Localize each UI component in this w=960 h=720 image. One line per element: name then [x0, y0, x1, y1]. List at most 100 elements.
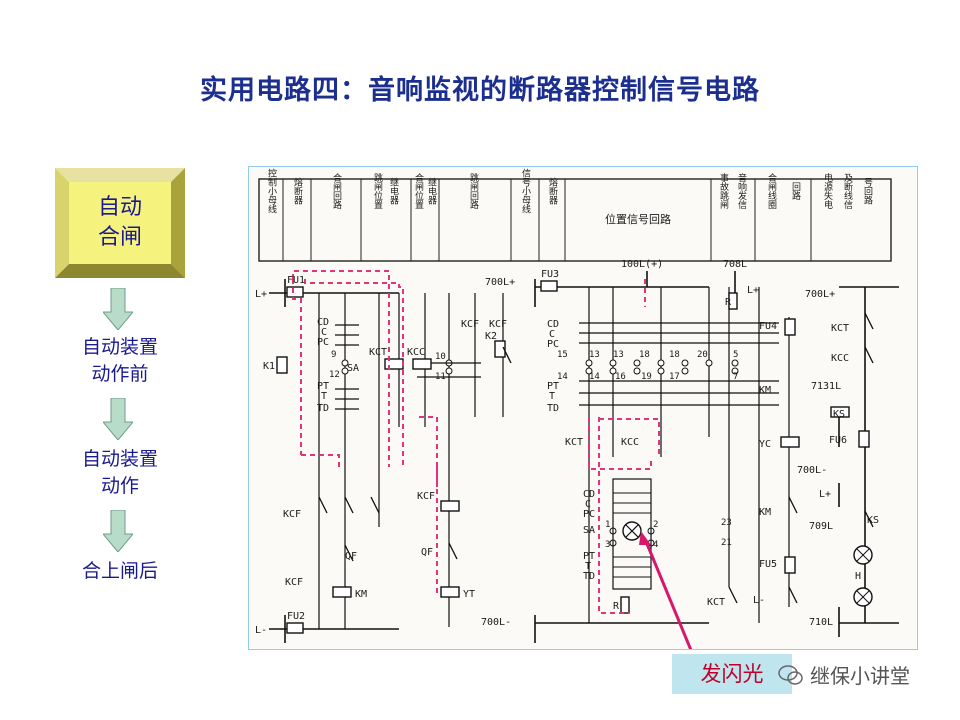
contact-array: [579, 322, 779, 406]
label: KCF: [283, 509, 301, 520]
label: C: [549, 329, 555, 340]
node-number: 13: [589, 350, 600, 360]
label: T: [321, 391, 327, 402]
kcf-coil-right: [440, 500, 460, 512]
callout-arrowhead-icon: [639, 531, 651, 545]
header-cell: 跳闸回路: [468, 172, 479, 210]
node-number: 16: [615, 372, 626, 382]
label: KM: [355, 589, 367, 600]
down-arrow-icon: [103, 288, 133, 330]
auto-close-line2: 合闸: [97, 225, 142, 250]
node-number: 11: [435, 372, 446, 382]
label: CD: [547, 319, 559, 330]
label: K2: [485, 331, 497, 342]
label: TD: [547, 403, 559, 414]
fu3-fuse: [540, 280, 558, 292]
label: FU2: [287, 611, 305, 622]
header-cell: 回路: [790, 182, 801, 201]
label: C: [585, 499, 591, 510]
label: KCF: [489, 319, 507, 330]
label: T: [549, 391, 555, 402]
label: TD: [583, 571, 595, 582]
label: KCF: [461, 319, 479, 330]
k1-coil: [276, 356, 288, 374]
kcc-coil: [412, 358, 432, 370]
diagram-labels: L+ L- FU1 FU2 FU3 FU4 FU5 FU6 700L+ 700L…: [255, 259, 879, 636]
label: 710L: [809, 617, 833, 628]
label: SA: [583, 525, 595, 536]
label: KS: [833, 409, 845, 420]
node-number: 23: [721, 518, 732, 528]
node-number: 19: [641, 372, 652, 382]
label: PC: [547, 339, 559, 350]
header-dividers: [282, 179, 812, 261]
label: PT: [547, 381, 559, 392]
step-after-close: 合上闸后: [45, 558, 195, 585]
circuit-diagram: 控制小母线 熔断器 合闸回路 跳闸位置 继电器 合闸位置 继电器 跳闸回路 信号…: [248, 166, 918, 650]
label: 700L+: [485, 277, 515, 288]
label: 7131L: [811, 381, 841, 392]
step-before-auto-line2: 动作前: [91, 363, 149, 385]
label: TD: [317, 403, 329, 414]
label: KCT: [707, 597, 725, 608]
sa-contacts-left: [335, 324, 481, 410]
label: KS: [867, 515, 879, 526]
fu2-fuse: [286, 622, 304, 634]
label: FU4: [759, 321, 777, 332]
node-number: 7: [733, 372, 738, 382]
resistor-r-bottom: [620, 596, 630, 614]
label: CD: [583, 489, 595, 500]
label: L+: [747, 285, 759, 296]
label: K1: [263, 361, 275, 372]
label: L-: [753, 595, 765, 606]
ks-coil: [830, 406, 850, 418]
fu5-fuse: [784, 556, 796, 574]
node-number: 3: [605, 540, 610, 550]
header-texts: 控制小母线 熔断器 合闸回路 跳闸位置 继电器 合闸位置 继电器 跳闸回路 信号…: [266, 167, 873, 226]
label: KM: [759, 507, 771, 518]
label: L+: [255, 289, 267, 300]
node-number: 14: [557, 372, 568, 382]
watermark: 继保小讲堂: [778, 660, 910, 689]
node-number: 18: [669, 350, 680, 360]
label: PT: [583, 551, 595, 562]
label: YC: [759, 439, 771, 450]
node-number: 13: [613, 350, 624, 360]
header-cell: 合闸回路: [331, 172, 342, 210]
switch-contacts: [318, 312, 874, 604]
node-number: 14: [589, 372, 600, 382]
header-cell: 号回路: [862, 177, 873, 205]
label: KM: [759, 385, 771, 396]
header-cell: 信号小母线: [520, 167, 531, 213]
label: T: [585, 561, 591, 572]
label: FU1: [287, 275, 305, 286]
label: KCT: [369, 347, 387, 358]
label: 100L(+): [621, 259, 663, 270]
step-after-close-line1: 合上闸后: [81, 560, 158, 582]
bus-wires: [269, 271, 899, 643]
label: 708L: [723, 259, 747, 270]
header-cell: 位置信号回路: [605, 212, 671, 226]
header-cell: 电源失电: [822, 172, 833, 209]
node-number: 15: [557, 350, 568, 360]
label: QF: [421, 547, 433, 558]
km-coil: [332, 586, 352, 598]
node-number: 1: [605, 520, 610, 530]
fu4-fuse: [784, 318, 796, 336]
node-number: 2: [653, 520, 658, 530]
header-cell: 合闸线圈: [766, 172, 777, 210]
label: CD: [317, 317, 329, 328]
node-number: 12: [329, 370, 340, 380]
current-path: [292, 270, 660, 614]
label: H: [855, 571, 861, 582]
page-title: 实用电路四：音响监视的断路器控制信号电路: [200, 75, 760, 106]
label: C: [321, 327, 327, 338]
contact-nodes: [341, 359, 739, 547]
node-number: 18: [639, 350, 650, 360]
label: 700L+: [805, 289, 835, 300]
label: R: [613, 601, 620, 612]
kct-coil: [384, 358, 404, 370]
flash-callout: 发闪光: [672, 654, 792, 694]
node-number: 5: [733, 350, 738, 360]
header-cell: 熔断器: [292, 176, 303, 204]
